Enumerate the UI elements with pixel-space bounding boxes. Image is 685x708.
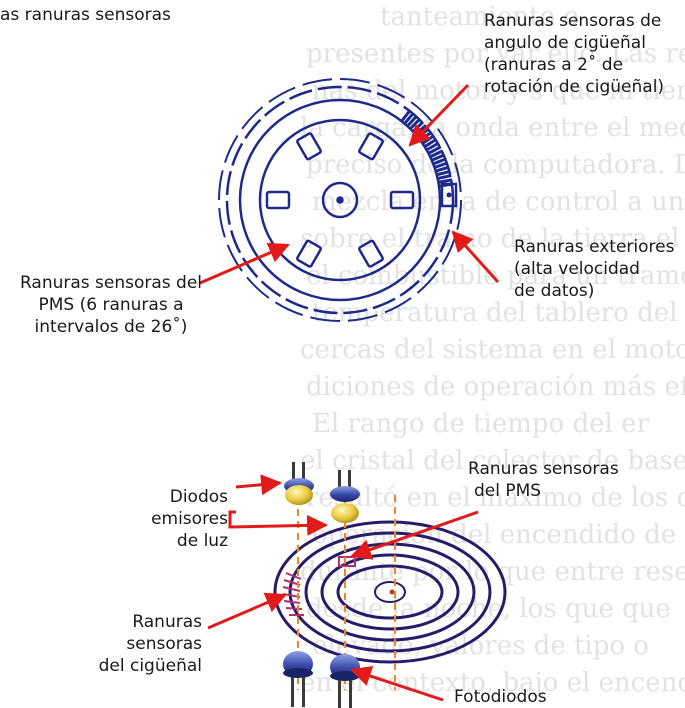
photodiode-left (283, 651, 313, 707)
label-crank-slots: Ranuras sensoras del cigüeñal (98, 612, 202, 676)
bottom-ring-5 (336, 564, 444, 620)
label-crank-angle-slots: Ranuras sensoras de angulo de cigüeñal (… (484, 11, 665, 97)
pms-slot (358, 239, 384, 268)
disc-inner-ring (258, 118, 422, 282)
arrow-outer-slots (451, 230, 500, 284)
disc-hub (321, 181, 359, 219)
crank-angle-slot (400, 109, 412, 122)
bottom-ring-4 (320, 553, 460, 631)
bottom-crank-slots (282, 572, 304, 616)
arrow-crank-angle-slots (408, 83, 470, 147)
crank-angle-slot (437, 169, 451, 176)
bottom-center (389, 589, 395, 595)
arrow-pms-slots (199, 242, 290, 285)
crank-angle-slots (400, 109, 454, 188)
label-lower-pms-slots: Ranuras sensoras del PMS (468, 459, 619, 501)
bottom-hub (374, 581, 406, 603)
top-sensor-disc (218, 78, 462, 322)
label-leds: Diodos emisores de luz (151, 487, 228, 551)
crank-angle-slot (435, 161, 449, 169)
crank-angle-slot (430, 149, 444, 158)
disc-outer-ring (238, 98, 442, 302)
crank-angle-slot (404, 111, 415, 124)
crank-angle-slot (406, 114, 418, 127)
crank-angle-slot (438, 174, 452, 180)
arrow-led-bottom (228, 510, 329, 536)
bottom-pms-slot (338, 556, 356, 567)
arrow-led-top (235, 474, 283, 496)
leader-arrows (199, 83, 500, 702)
led-right (330, 470, 360, 523)
crank-angle-slot (439, 178, 453, 184)
disc-outermost-dashed-ring (218, 78, 462, 322)
disc-center (336, 196, 344, 204)
crank-angle-slot (426, 141, 440, 151)
pms-slot (296, 239, 322, 268)
label-outer-slots: Ranuras exteriores (alta velocidad de da… (514, 237, 675, 301)
pms-slot (389, 190, 415, 210)
label-photodiodes: Fotodiodos (454, 687, 547, 707)
outer-slot (440, 182, 458, 208)
crank-angle-slot (436, 165, 450, 173)
crank-angle-slot (433, 157, 447, 165)
arrow-crank-slots (207, 592, 287, 630)
photodiode-right (330, 654, 360, 708)
pms-slot (265, 190, 291, 210)
arrow-photodiodes (350, 665, 444, 702)
label-top-left: as ranuras sensoras (0, 5, 171, 25)
crank-angle-slot (428, 145, 442, 155)
pms-slots (265, 132, 415, 268)
pms-slot (296, 132, 322, 161)
arrow-lower-pms-slots (350, 510, 479, 560)
disc-outer-dashed-ring (225, 85, 455, 315)
crank-angle-slot (432, 153, 446, 162)
bottom-ring-2 (288, 531, 492, 653)
label-pms-slots: Ranuras sensoras del PMS (6 ranuras a in… (19, 273, 203, 337)
bottom-ring-1 (273, 520, 507, 664)
pms-slot (358, 132, 384, 161)
led-left (284, 462, 314, 505)
